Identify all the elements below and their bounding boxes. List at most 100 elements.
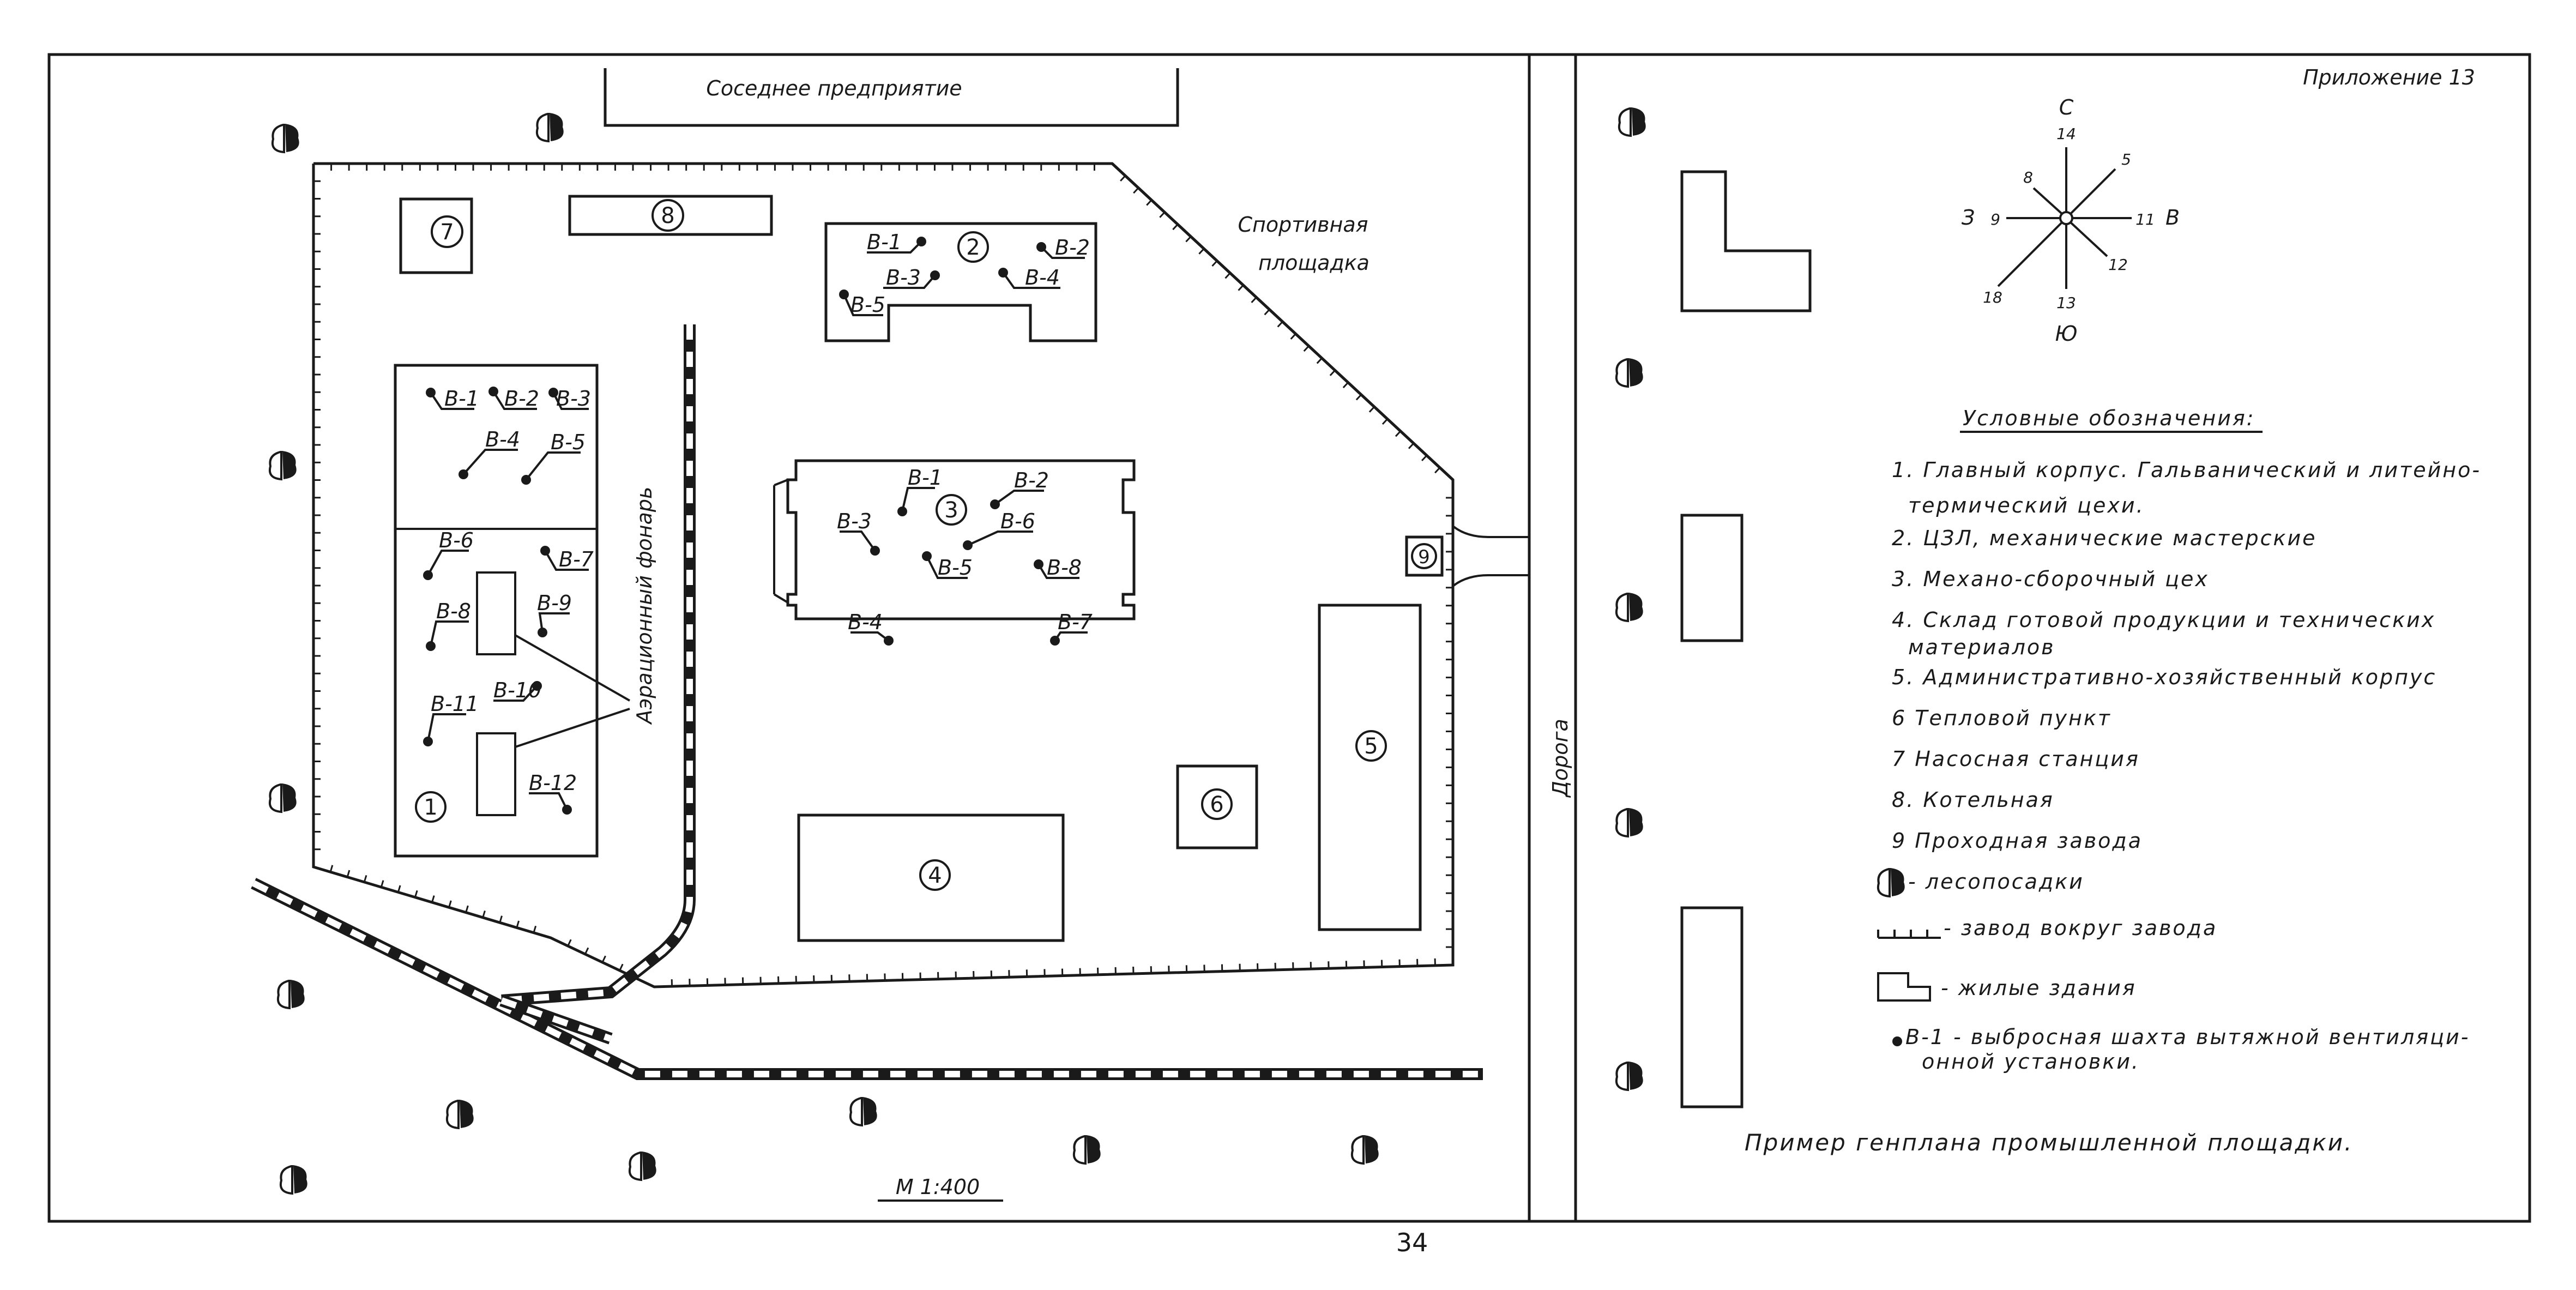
building-6-number: 6 [1210,792,1223,817]
vent-label: В-12 [529,771,577,795]
rail-main-outer [254,883,1483,1074]
legend-housing-icon [1878,973,1930,1000]
legend-item: 2. ЦЗЛ, механические мастерские [1892,526,2317,550]
tree-icon [1616,808,1643,836]
fence-tick [449,901,451,907]
legend-item: материалов [1908,635,2055,659]
tree-icon [278,980,305,1008]
compass-rose: С 14 Ю 13 З 9 В 11 5 8 12 18 [1962,95,2180,346]
fence-tick [568,939,571,946]
legend-housing-text: - жилые здания [1941,976,2137,1000]
tree-icon [281,1165,307,1193]
tree-icon [447,1100,474,1128]
tree-icon [537,113,564,141]
vent-label: В-8 [436,599,471,623]
legend-item: термический цехи. [1908,493,2145,517]
page-number: 34 [1396,1228,1428,1257]
building-5 [1319,605,1420,930]
vent-label: В-3 [556,387,591,411]
building-3 [788,461,1134,619]
vent-label: В-2 [1014,468,1049,492]
building-1-inner-block-1 [477,572,515,654]
entrance-road-bottom [1453,575,1529,586]
legend-vent-text-1: В-1 - выбросная шахта вытяжной вентиляци… [1905,1025,2470,1049]
vent-label: В-10 [493,678,541,702]
legend-tree-icon [1878,868,1905,896]
vent-label: В-3 [886,266,921,290]
vent-label: В-6 [439,528,474,552]
vent-label: В-9 [537,591,572,615]
vent-label: В-5 [938,556,973,580]
tree-icon [270,451,297,479]
appendix-label: Приложение 13 [2303,65,2475,89]
fence-tick [585,948,588,954]
legend-vent-icon [1892,1036,1902,1046]
vent-label: В-3 [837,509,872,533]
legend-fence-text: - завод вокруг завода [1944,916,2217,940]
legend-item: 1. Главный корпус. Гальванический и лите… [1892,458,2481,482]
fence-tick [620,964,623,970]
fence-tick [534,926,536,932]
tree-icon [1616,1062,1643,1090]
legend-title: Условные обозначения: [1963,406,2255,430]
sport-field-label-1: Спортивная [1238,213,1368,237]
tree-icon [1352,1135,1379,1164]
fence-tick [347,870,349,877]
building-1-number: 1 [424,795,437,820]
lantern-leader-2 [515,709,630,747]
sport-field-boundary [1112,164,1453,480]
svg-text:14: 14 [2056,125,2076,143]
neighbor-enterprise-label: Соседнее предприятие [706,76,962,100]
fence-tick [415,890,417,897]
fence-tick [500,916,502,923]
compass-center [2060,212,2072,224]
vent-label: В-4 [485,427,520,451]
svg-text:11: 11 [2135,210,2155,228]
legend-item: 7 Насосная станция [1892,747,2140,771]
legend-vent-text-2: онной установки. [1922,1050,2140,1074]
svg-text:13: 13 [2056,294,2076,312]
legend-trees-text: - лесопосадки [1908,870,2084,894]
tree-icon [270,783,297,812]
fence-tick [364,875,366,882]
building-1-vents: В-1 В-2 В-3 В-4 В-5 В-6 В-7 В-8 В-9 В-10… [423,387,594,815]
vent-label: В-2 [504,387,539,411]
svg-text:9: 9 [1990,210,2000,228]
aeration-lantern-label: Аэрационный фонарь [632,487,656,726]
road-label: Дорога [1548,719,1572,798]
vent-label: В-1 [444,387,479,411]
compass-east: В [2165,206,2180,230]
legend-item: 8. Котельная [1892,788,2054,812]
building-5-number: 5 [1364,734,1378,759]
residential-building-3 [1682,908,1742,1107]
svg-text:8: 8 [2023,168,2033,186]
building-7-number: 7 [440,220,454,245]
vent-label: В-7 [559,547,594,571]
tree-icon [1878,868,1905,896]
legend-item: 9 Проходная завода [1892,829,2143,853]
vent-label: В-1 [908,466,943,490]
vent-label: В-5 [551,430,586,454]
fence-tick [381,881,383,887]
tree-icon [630,1152,656,1180]
sport-field-label-2: площадка [1258,251,1370,275]
compass-north: С [2059,95,2074,119]
tree-icon [273,124,299,152]
fence-tick [398,885,400,892]
tree-icon [850,1097,877,1125]
building-8-number: 8 [661,203,674,228]
legend-item: 4. Склад готовой продукции и технических [1892,608,2435,632]
svg-text:18: 18 [1983,288,2002,306]
compass-south: Ю [2055,322,2077,346]
vent-label: В-2 [1055,236,1090,260]
tree-icon [1074,1135,1101,1164]
vent-label: В-1 [867,230,902,254]
vent-label: В-8 [1047,556,1082,580]
tree-icon [1616,593,1643,621]
vent-label: В-4 [1025,266,1060,290]
building-4-number: 4 [928,863,942,888]
compass-west: З [1962,206,1975,230]
legend-list: 1. Главный корпус. Гальванический и лите… [1892,458,2481,853]
scale-label: М 1:400 [896,1175,980,1199]
tree-icon [1619,107,1646,136]
